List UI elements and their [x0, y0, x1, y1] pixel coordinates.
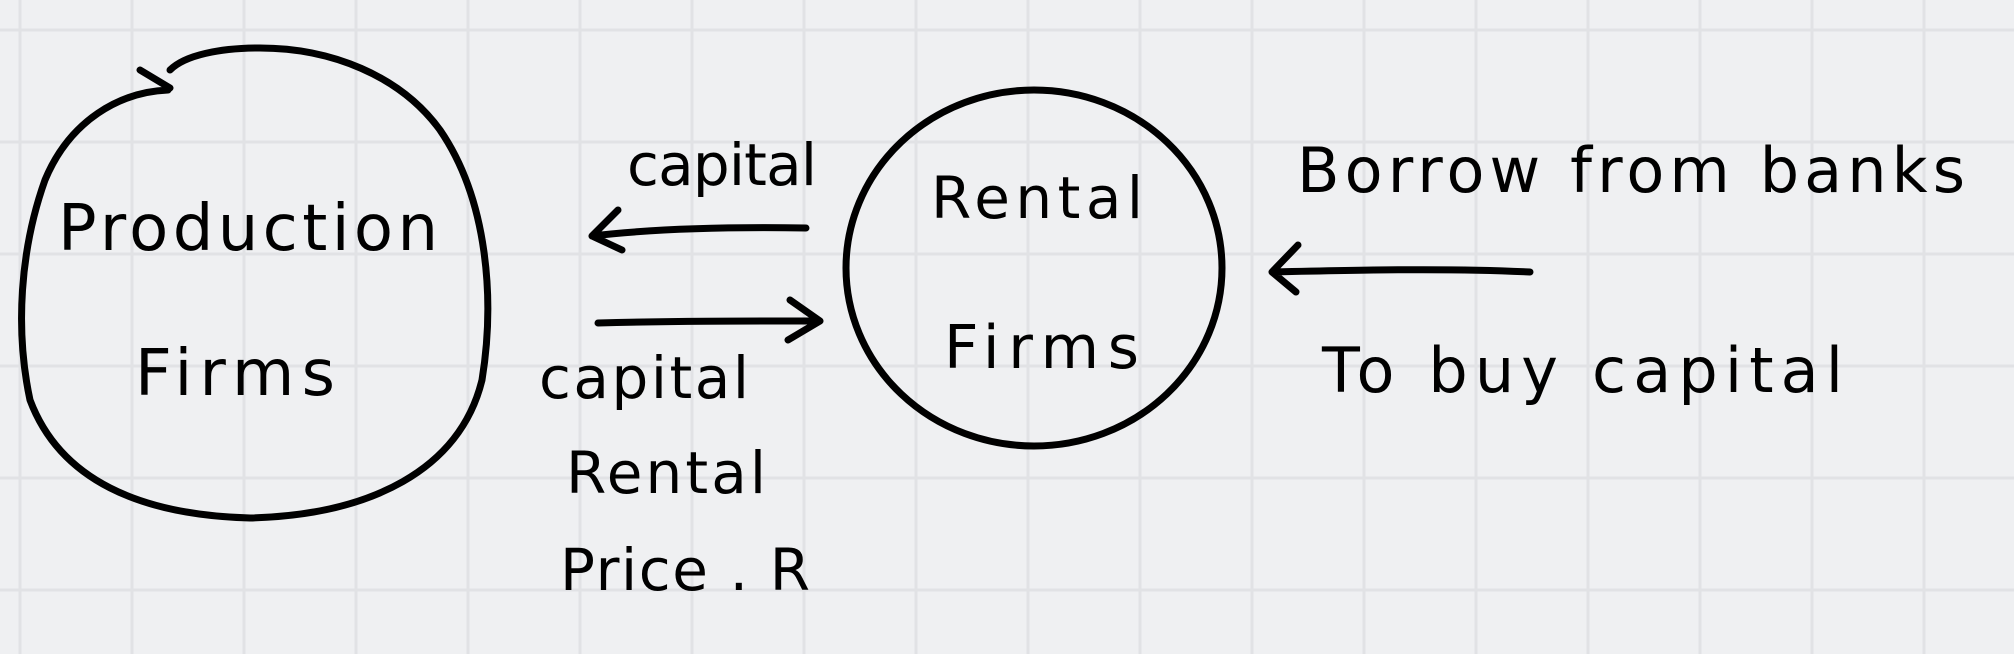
- arrow-left-icon: [588, 206, 810, 254]
- production-label: Production: [58, 192, 438, 266]
- production-circle: [18, 44, 492, 522]
- rental-price-label-line1: capital: [539, 344, 749, 412]
- arrow-left-icon: [1268, 241, 1534, 296]
- rental-price-label-line2: Rental: [566, 439, 766, 507]
- production-firms-label: Firms: [135, 337, 335, 411]
- borrow-label: Borrow from banks: [1297, 134, 1965, 207]
- rental-label: Rental: [931, 164, 1143, 232]
- buy-capital-label: To buy capital: [1321, 334, 1843, 407]
- rental-price-arrow: capital Rental Price . R: [539, 296, 824, 604]
- borrow-arrow: Borrow from banks To buy capital: [1268, 134, 1965, 407]
- arrow-right-icon: [594, 296, 824, 344]
- capital-flow-arrow: capital: [588, 131, 817, 254]
- rental-price-label-line3: Price . R: [560, 536, 810, 604]
- production-firms-node: Production Firms: [18, 44, 492, 522]
- rental-circle: [842, 86, 1226, 450]
- capital-label: capital: [627, 131, 817, 199]
- rental-firms-label: Firms: [944, 313, 1139, 383]
